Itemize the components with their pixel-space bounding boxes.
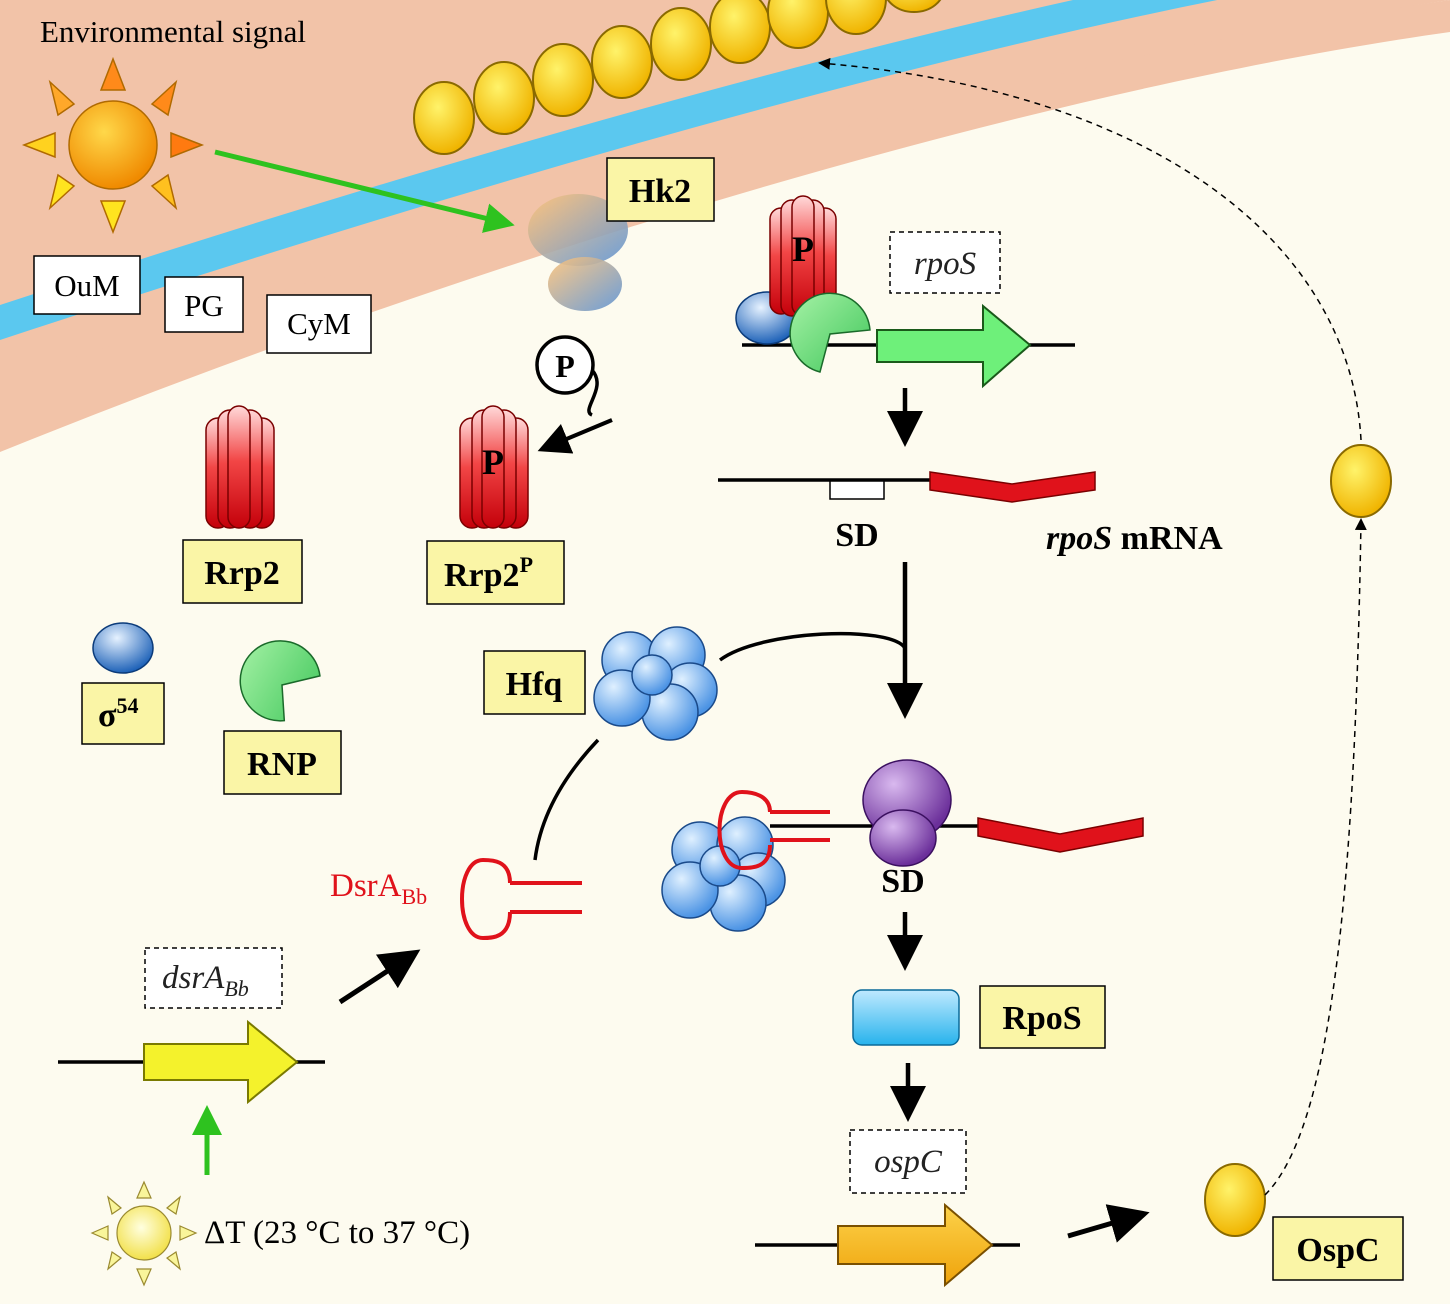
dsra-gene-label: dsrABb [144,947,283,1009]
peptidoglycan-label: PG [164,276,244,333]
svg-text:Rrp2P: Rrp2P [444,552,533,594]
ribosome-icon [862,759,952,867]
phosphoryl-group-icon: P [535,335,613,454]
hk2-label: Hk2 [606,157,715,222]
ospc-export-path [1264,518,1367,1196]
svg-text:OspC: OspC [1296,1232,1379,1269]
rpos-gene-arrow [876,303,1032,389]
rrp2-phosphorylated-icon: P [459,405,529,529]
hk2-kinase-icon [528,194,628,311]
cell-envelope [0,0,1450,452]
svg-text:P: P [555,348,575,384]
dsra-srna-icon [460,857,582,941]
sd-bottom-label: SD [881,863,924,900]
rnp-polymerase-icon [239,640,321,722]
outer-membrane-label: OuM [33,255,141,315]
ospc-transit-icon [1330,444,1392,518]
ospc-protein-label: OspC [1272,1216,1404,1281]
temperature-label: ΔT (23 °C to 37 °C) [204,1215,470,1251]
svg-text:ospC: ospC [874,1144,943,1180]
rnp-label: RNP [223,730,342,795]
rpos-protein-label: RpoS [979,985,1106,1049]
dsra-label: DsrABb [330,868,427,909]
svg-text:CyM: CyM [287,306,351,341]
svg-text:rpoS: rpoS [914,246,976,282]
cytoplasmic-membrane-label: CyM [266,294,372,354]
ospc-surface-path [818,57,1362,441]
sd-top-label: SD [835,517,878,554]
ospc-gene-label: ospC [849,1129,967,1194]
rrp2p-label: Rrp2P [426,540,565,605]
sigma54-label: σ54 [81,682,165,745]
svg-text:Hk2: Hk2 [629,173,691,210]
rpos-mrna-label: rpoS mRNA [1046,520,1223,557]
dsra-gene-arrow [143,1019,299,1105]
svg-text:RpoS: RpoS [1002,1000,1081,1037]
sun-icon [21,56,205,235]
rpos-mrna [718,471,1096,503]
svg-text:PG: PG [184,288,224,323]
hfq-label: Hfq [483,650,586,715]
svg-text:Rrp2: Rrp2 [204,555,280,592]
svg-text:P: P [792,229,814,269]
svg-text:dsrABb: dsrABb [162,960,249,1001]
signal-arrow [214,149,515,233]
svg-text:σ54: σ54 [98,693,139,734]
svg-text:OuM: OuM [54,268,119,303]
ospc-gene-arrow [837,1202,994,1288]
hfq-dsra-connector [533,738,600,861]
svg-text:RNP: RNP [247,746,317,783]
ospc-membrane-chain [413,0,942,155]
svg-text:P: P [482,442,504,482]
environmental-signal-label: Environmental signal [40,14,306,49]
svg-text:Hfq: Hfq [506,666,563,703]
hfq-activation-line [718,631,907,662]
sigma54-icon [92,622,154,674]
ospc-expression-arrow [1067,1204,1150,1243]
rpos-protein-icon [852,989,960,1046]
rrp2-label: Rrp2 [182,539,303,604]
ospc-lipoprotein-icon [1204,1163,1266,1237]
hfq-hexamer-icon [593,626,718,741]
rpos-gene-label: rpoS [889,231,1001,294]
rrp2-hexamer-icon [205,405,275,529]
dsra-transcription-arrow [338,949,421,1005]
small-sun-icon [90,1180,198,1287]
